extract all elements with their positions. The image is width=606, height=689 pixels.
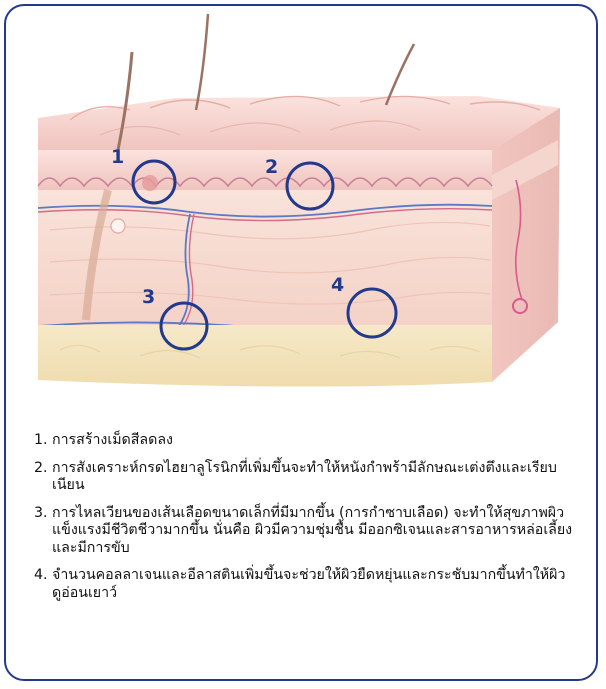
- fat-layer: [38, 325, 492, 387]
- caption-list: 1. การสร้างเม็ดสีลดลง 2. การสังเคราะห์กร…: [34, 432, 574, 612]
- caption-text: การไหลเวียนของเส้นเลือดขนาดเล็กที่มีมากข…: [52, 505, 574, 558]
- marker-label-1: 1: [111, 146, 124, 168]
- marker-label-3: 3: [142, 286, 155, 308]
- caption-text: การสร้างเม็ดสีลดลง: [52, 432, 574, 450]
- marker-label-4: 4: [331, 274, 344, 296]
- caption-item-3: 3. การไหลเวียนของเส้นเลือดขนาดเล็กที่มีม…: [34, 505, 574, 558]
- skin-cross-section-diagram: 1 2 3 4: [0, 0, 606, 430]
- caption-text: จำนวนคอลลาเจนและอีลาสตินเพิ่มขึ้นจะช่วยใ…: [52, 567, 574, 602]
- skin-surface: [38, 96, 560, 150]
- caption-item-4: 4. จำนวนคอลลาเจนและอีลาสตินเพิ่มขึ้นจะช่…: [34, 567, 574, 602]
- skin-illustration: [0, 0, 606, 430]
- caption-number: 2.: [34, 460, 52, 495]
- caption-number: 1.: [34, 432, 52, 450]
- marker-label-2: 2: [265, 156, 278, 178]
- caption-text: การสังเคราะห์กรดไฮยาลูโรนิกที่เพิ่มขึ้นจ…: [52, 460, 574, 495]
- caption-number: 3.: [34, 505, 52, 558]
- caption-item-1: 1. การสร้างเม็ดสีลดลง: [34, 432, 574, 450]
- caption-item-2: 2. การสังเคราะห์กรดไฮยาลูโรนิกที่เพิ่มขึ…: [34, 460, 574, 495]
- caption-number: 4.: [34, 567, 52, 602]
